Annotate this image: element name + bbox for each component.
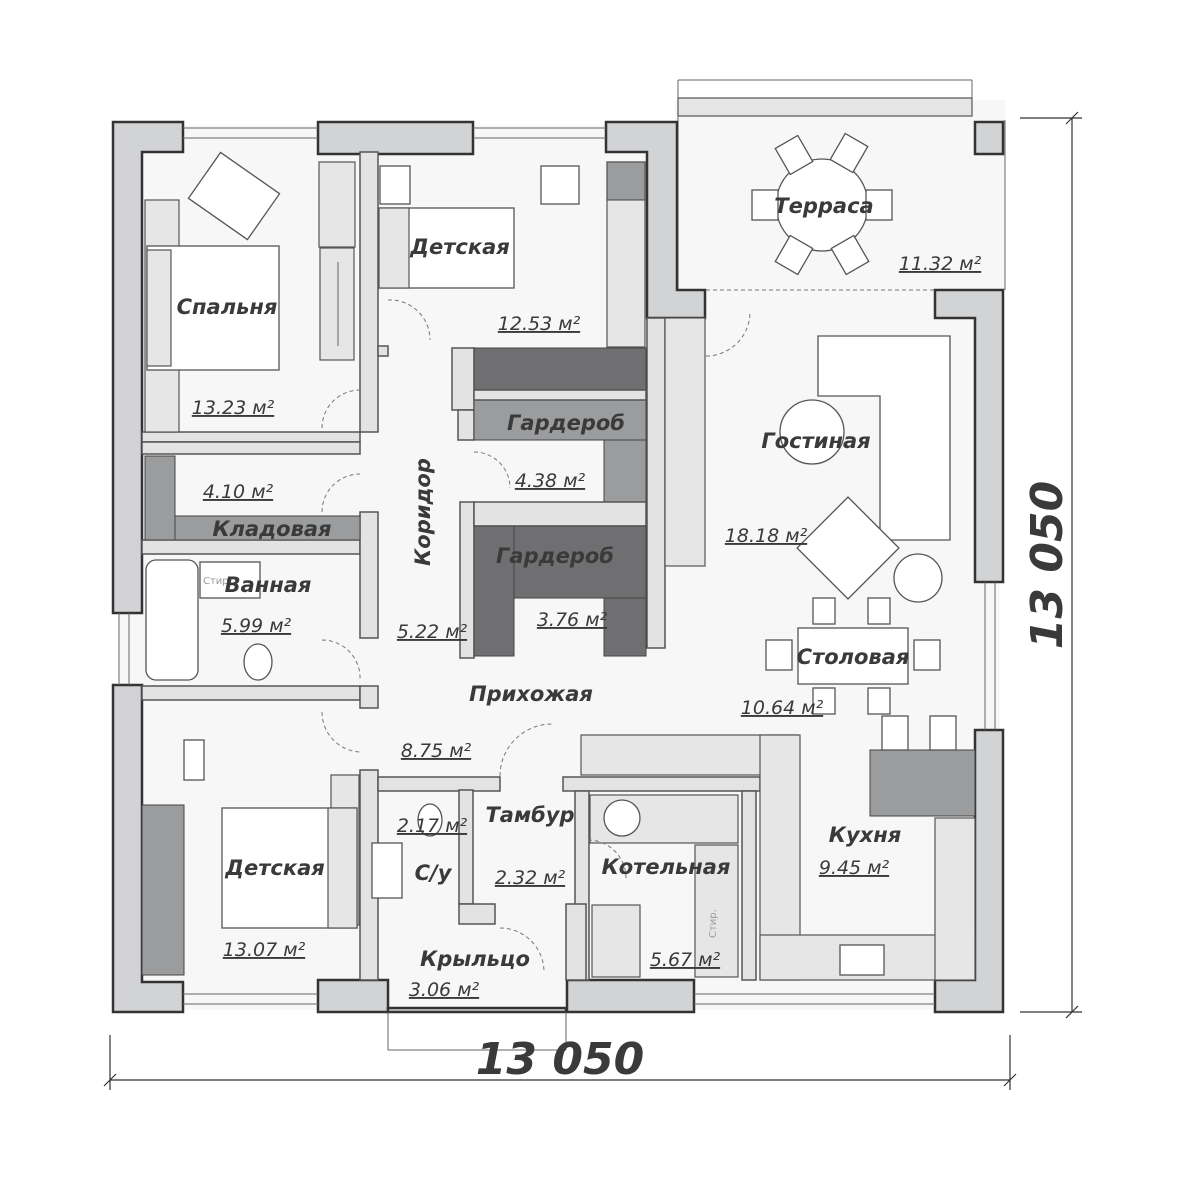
room-name-kids2: Детская: [224, 856, 324, 880]
room-name-kitchen: Кухня: [829, 823, 901, 847]
room-name-bedroom: Спальня: [177, 295, 278, 319]
room-name-porch: Крыльцо: [420, 947, 530, 971]
height-dimension-line: [1020, 111, 1082, 1019]
boiler-furniture: [589, 794, 739, 978]
width-dimension-label: 13 050: [476, 1034, 644, 1085]
room-area-kids2: 13.07 м²: [223, 939, 306, 961]
room-area-wc: 2.17 м²: [397, 815, 468, 837]
room-name-terrace: Терраса: [774, 194, 873, 218]
height-dimension-label: 13 050: [1022, 481, 1073, 649]
room-area-dining: 10.64 м²: [741, 697, 824, 719]
kids2-furniture: [183, 739, 358, 929]
living-furniture: [779, 335, 951, 603]
room-area-kitchen: 9.45 м²: [819, 857, 890, 879]
room-area-kids1: 12.53 м²: [498, 313, 581, 335]
room-name-wc: С/у: [415, 861, 453, 885]
exterior-walls: [111, 120, 1005, 1051]
dining-furniture: [765, 597, 941, 715]
room-name-bath: Ванная: [225, 573, 312, 597]
room-name-kids1: Детская: [409, 235, 509, 259]
room-area-hall: 8.75 м²: [401, 740, 472, 762]
room-name-wardrobe1: Гардероб: [507, 411, 625, 435]
room-name-hall: Прихожая: [469, 682, 593, 706]
interior-walls: [141, 151, 761, 981]
room-area-wardrobe2: 3.76 м²: [537, 609, 608, 631]
washer-label-boiler: Стир.: [708, 909, 719, 938]
room-name-boiler: Котельная: [602, 855, 731, 879]
room-name-storage: Кладовая: [212, 517, 331, 541]
kids1-furniture: [378, 165, 580, 289]
bath-fixtures: [145, 559, 443, 899]
kitchen-furniture: [580, 715, 976, 981]
width-dimension-line: [103, 1035, 1017, 1090]
bedroom-furniture: [146, 151, 339, 371]
room-area-bedroom: 13.23 м²: [192, 397, 275, 419]
terrace-furniture: [751, 132, 893, 276]
room-labels: Спальня 13.23 м² Детская 12.53 м² Террас…: [177, 194, 982, 1001]
doors: [321, 299, 751, 973]
room-area-boiler: 5.67 м²: [650, 949, 721, 971]
room-area-terrace: 11.32 м²: [899, 253, 982, 275]
room-area-wardrobe1: 4.38 м²: [515, 470, 586, 492]
room-name-dining: Столовая: [797, 645, 910, 669]
room-name-vestibule: Тамбур: [485, 803, 574, 827]
room-name-living: Гостиная: [761, 429, 870, 453]
room-name-wardrobe2: Гардероб: [496, 544, 614, 568]
room-area-bath: 5.99 м²: [221, 615, 292, 637]
room-area-storage: 4.10 м²: [203, 481, 274, 503]
room-area-vestibule: 2.32 м²: [495, 867, 566, 889]
room-area-living: 18.18 м²: [725, 525, 808, 547]
room-name-corridor: Коридор: [411, 458, 435, 566]
room-area-corridor: 5.22 м²: [397, 621, 468, 643]
room-area-porch: 3.06 м²: [409, 979, 480, 1001]
washer-label-bath: Стир.: [203, 576, 232, 587]
